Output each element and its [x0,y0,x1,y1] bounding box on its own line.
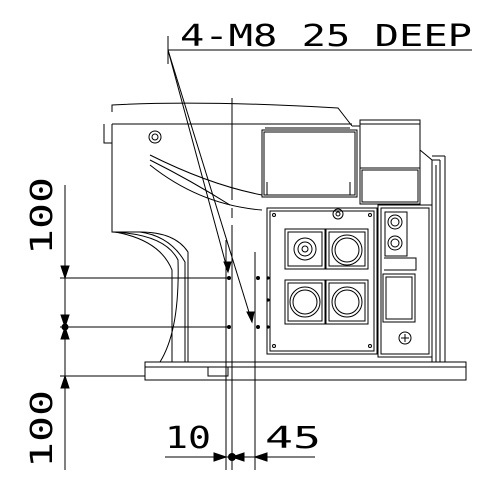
base-plate [144,361,467,381]
upper-right-box [359,119,433,205]
dim-horizontal-left-label: 10 [165,421,211,456]
upper-motor-box [261,127,358,198]
connector-panel [266,207,378,355]
side-module [352,125,446,362]
dimension-horizontal [165,452,315,462]
dim-horizontal-right-label: 45 [265,421,321,456]
dim-vertical-lower-label: 100 [25,390,60,468]
reference-lines [60,98,256,470]
robot-body-left [103,102,353,363]
dimension-vertical [60,185,70,470]
callout-label: 4-M8 25 DEEP [180,19,472,54]
dim-vertical-upper-label: 100 [25,177,60,255]
callout-leader [167,36,472,324]
